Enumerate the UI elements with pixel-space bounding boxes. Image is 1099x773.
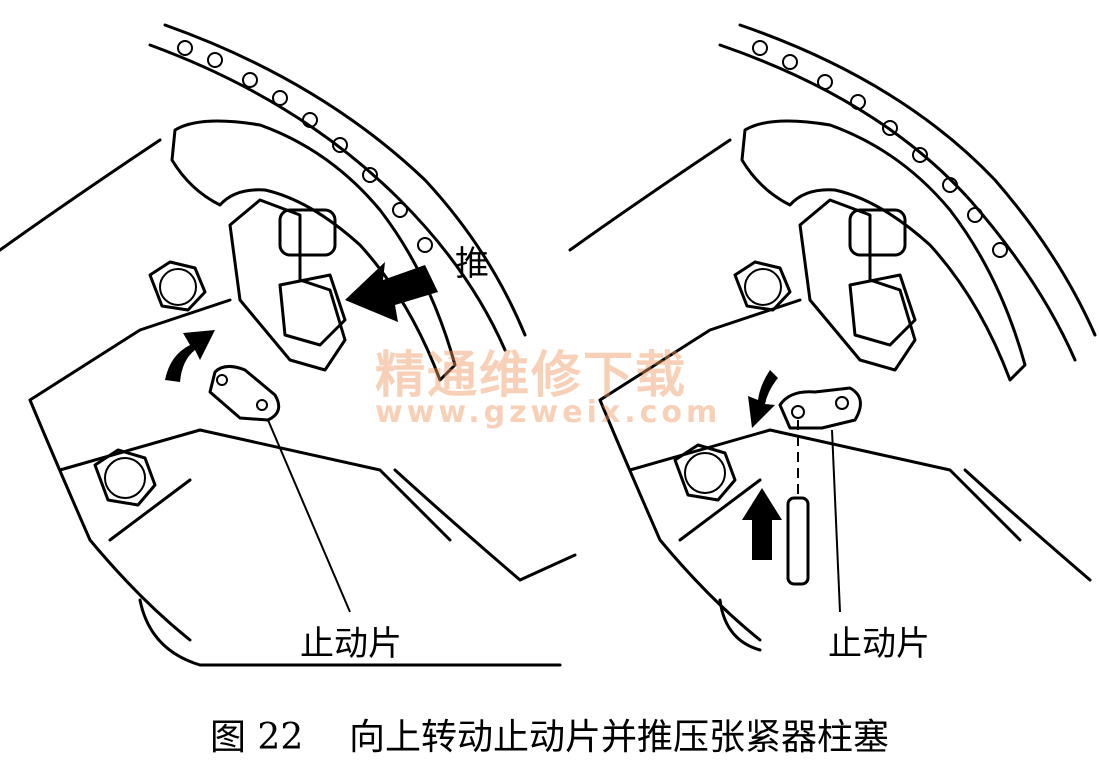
stopper-plate-right [778, 386, 862, 430]
plunger-left [278, 273, 347, 347]
watermark-title: 精通维修下载 [375, 346, 687, 404]
stopper-label-right: 止动片 [828, 624, 930, 664]
rotate-arrow-left [165, 330, 215, 382]
engine-housing-left [0, 138, 577, 667]
right-panel: 止动片 [568, 23, 1097, 664]
rotate-arrow-right [748, 370, 778, 428]
tensioner-arm-right [740, 119, 1027, 382]
timing-chain-left [148, 23, 527, 352]
bolt-upper-right [733, 260, 792, 312]
bolt-lower-left [93, 448, 157, 507]
figure-caption: 图 22 向上转动止动片并推压张紧器柱塞 [209, 717, 890, 758]
retaining-pin [786, 420, 810, 586]
plunger-right [848, 273, 917, 347]
push-up-arrow [742, 488, 782, 560]
watermark-url: www.gzweix.com [375, 395, 721, 430]
bolt-upper-left [148, 260, 207, 312]
housing-inner-left [58, 428, 452, 542]
housing-inner-right [628, 428, 1022, 542]
engine-housing-right [568, 138, 1092, 652]
tensioner-body-left [228, 198, 347, 372]
left-panel: 推 止动片 [0, 23, 577, 667]
push-arrow [345, 262, 438, 322]
leader-line-right [831, 429, 841, 613]
tensioner-arm-left [170, 119, 457, 382]
stopper-plate-left [208, 365, 281, 422]
leader-line-left [267, 419, 351, 613]
tensioner-window-right [848, 208, 907, 257]
bolt-lower-right [673, 443, 737, 502]
stopper-label-left: 止动片 [300, 624, 402, 664]
timing-chain-right [718, 23, 1097, 362]
push-label: 推 [455, 244, 489, 284]
tensioner-window-left [278, 208, 337, 257]
tensioner-body-right [798, 198, 917, 372]
